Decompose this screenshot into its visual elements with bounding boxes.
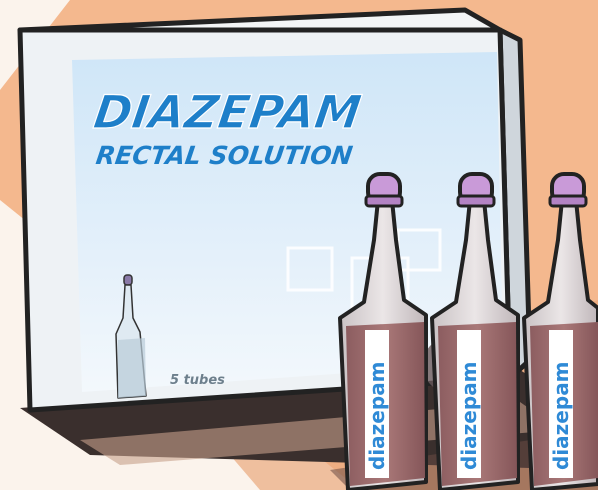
ampoule-icon [115, 274, 147, 399]
box-subtitle: RECTAL SOLUTION [94, 141, 354, 170]
tube-3: diazepam [522, 172, 598, 490]
decor-square [286, 246, 334, 292]
tube-label: diazepam [365, 361, 389, 470]
tube-label-strip [365, 330, 389, 478]
tube-label-strip [457, 330, 481, 478]
box-title: DIAZEPAM [90, 85, 364, 139]
tube-1: diazepam [338, 172, 428, 490]
tube-2: diazepam [430, 172, 520, 490]
tube-label-strip [549, 330, 573, 478]
tube-label: diazepam [457, 361, 481, 470]
tube-count-label: 5 tubes [170, 373, 225, 388]
tube-label: diazepam [549, 361, 573, 470]
